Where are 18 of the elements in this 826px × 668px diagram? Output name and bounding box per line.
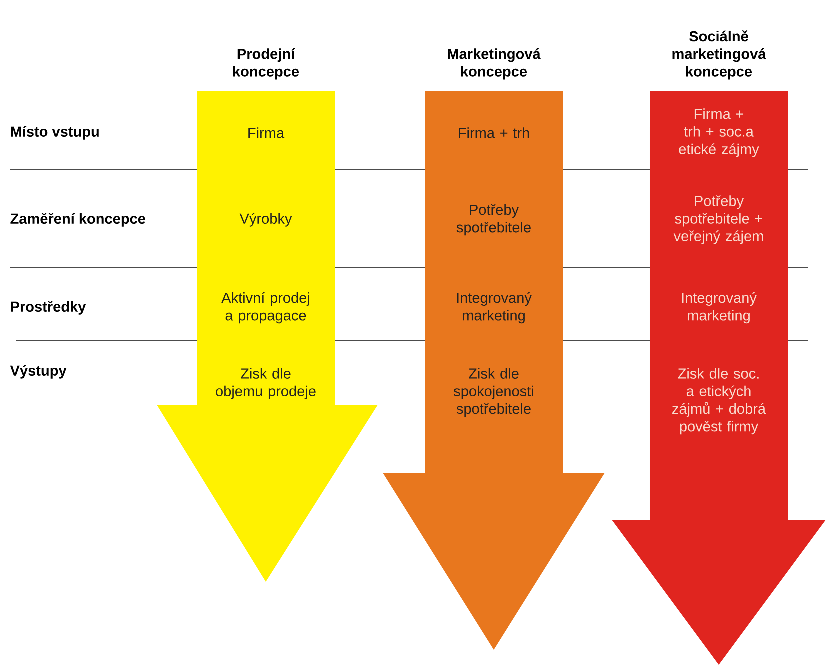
cell-text: Zisk dle objemu prodeje (216, 368, 316, 400)
cell-text: Zisk dle soc. a etických zájmů + dobrá pověst firmy (672, 368, 766, 435)
column-heading: Marketingová koncepce (448, 48, 541, 80)
row-label: Prostředky (11, 301, 86, 315)
cell-text: Integrovaný marketing (457, 292, 532, 324)
column-heading: Sociálně marketingová koncepce (672, 30, 766, 80)
cell-text: Aktivní prodej a propagace (222, 292, 310, 324)
row-label: Místo vstupu (11, 126, 99, 140)
cell-text: Potřeby spotřebitele (456, 204, 531, 236)
cell-text: Firma + trh (459, 128, 530, 138)
cell-text: Potřeby spotřebitele + veřejný zájem (674, 196, 764, 244)
cell-text: Firma (248, 128, 285, 138)
cell-text: Zisk dle spokojenosti spotřebitele (454, 368, 534, 417)
row-label: Výstupy (10, 365, 67, 379)
column-heading: Prodejní koncepce (234, 48, 300, 80)
cell-text: Integrovaný marketing (682, 292, 757, 324)
cell-text: Výrobky (240, 213, 292, 227)
cell-text: Firma + trh + soc.a etické zájmy (679, 108, 760, 158)
